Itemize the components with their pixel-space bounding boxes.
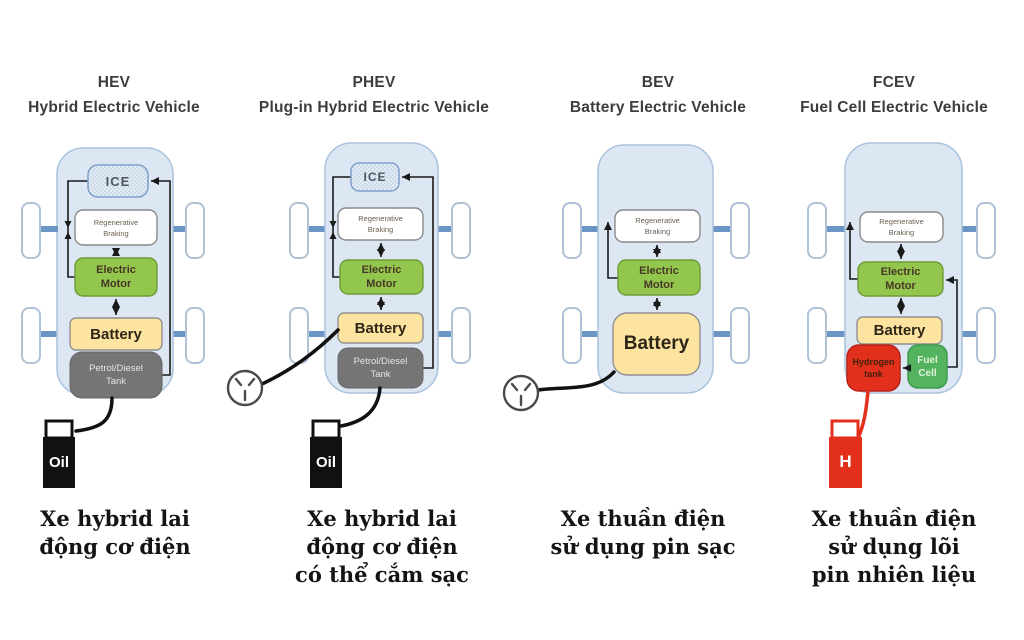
hev-up-arrow [64,232,72,239]
bev-left-flow-line [604,222,618,279]
fcev-caption-line1: Xe thuần điện [811,506,977,531]
phev-title: PHEV Plug-in Hybrid Electric Vehicle [244,70,504,120]
fcev-title: FCEV Fuel Cell Electric Vehicle [764,70,1024,120]
hev-oil-pump-window [44,419,74,440]
hev-motor-box [74,257,158,297]
fcev-abbr: FCEV [872,74,916,91]
hev-wheel-front-left [21,202,41,259]
bev-regen-box [614,209,701,243]
fcev-wheel-front-left [807,202,827,259]
bev-plug-pin-right [523,382,532,392]
fcev-caption-line2: sử dụng lõi [828,534,960,559]
fcev-fuel-cell-box [907,344,948,389]
fcev-h-pump-window [830,419,860,440]
phev-regen-box [337,207,424,241]
fcev-battery-box [856,316,943,345]
hev-wheel-rear-left [21,307,41,364]
fcev-left-flow-line [846,222,858,280]
phev-wheel-rear-right [451,307,471,364]
diagram-canvas [21,142,996,488]
phev-diagram [226,142,471,488]
phev-abbr: PHEV [352,74,396,91]
fcev-full-name: Fuel Cell Electric Vehicle [800,99,988,116]
hev-title: HEV Hybrid Electric Vehicle [0,70,244,120]
phev-caption-line1: Xe hybrid lai [307,506,457,531]
phev-fuel-hose [339,386,382,428]
bev-wheel-front-left [562,202,582,259]
fcev-caption: Xe thuần điện sử dụng lõi pin nhiên liệu [764,505,1024,589]
hev-wheel-rear-right [185,307,205,364]
hev-caption-line1: Xe hybrid lai [40,506,190,531]
hev-caption: Xe hybrid lai động cơ điện [0,505,245,561]
fcev-fuelcell-motor-line [946,276,958,368]
phev-caption: Xe hybrid lai động cơ điện có thể cắm sạ… [252,505,512,589]
bev-caption: Xe thuần điện sử dụng pin sạc [513,505,773,561]
fcev-wheel-rear-left [807,307,827,364]
bev-caption-line2: sử dụng pin sạc [550,534,736,559]
bev-wheel-rear-right [730,307,750,364]
hev-diagram [21,147,205,488]
phev-oil-pump-window [311,419,341,440]
hev-oil-pump-icon [43,437,75,488]
phev-oil-pump-icon [310,437,342,488]
bev-wheel-front-right [730,202,750,259]
phev-charge-cable [260,328,340,386]
fcev-motor-box [857,261,944,297]
phev-ice-box [350,162,400,192]
fcev-wheel-front-right [976,202,996,259]
hev-abbr: HEV [97,74,131,91]
fcev-diagram [807,142,996,488]
hev-fuel-line [151,177,171,376]
hev-left-flow-line [67,180,88,278]
hev-down-arrow [64,221,72,228]
phev-wheel-front-right [451,202,471,259]
phev-wheel-front-left [289,202,309,259]
fcev-caption-line3: pin nhiên liệu [811,562,977,587]
bev-caption-line1: Xe thuần điện [560,506,726,531]
hev-wheel-front-right [185,202,205,259]
hev-caption-line2: động cơ điện [39,534,191,559]
hev-battery-box [69,317,163,351]
phev-wheel-rear-left [289,307,309,364]
phev-motor-box [339,259,424,295]
fcev-wheel-rear-right [976,307,996,364]
hev-tank-box [69,351,163,399]
fcev-hydrogen-tank-box [846,344,901,392]
hev-full-name: Hybrid Electric Vehicle [28,99,200,116]
fcev-h-pump-icon [829,437,862,488]
phev-plug-pin-right [247,377,256,387]
phev-tank-box [337,347,424,389]
phev-full-name: Plug-in Hybrid Electric Vehicle [258,99,490,116]
fcev-regen-box [859,211,944,243]
bev-abbr: BEV [641,74,675,91]
bev-wheel-rear-left [562,307,582,364]
bev-battery-box [612,312,701,376]
hev-ice-box [87,164,149,198]
phev-caption-line3: có thể cắm sạc [295,562,469,587]
phev-up-arrow [329,232,337,239]
bev-plug-pin-left [510,382,519,392]
phev-down-arrow [329,221,337,228]
bev-full-name: Battery Electric Vehicle [569,99,747,116]
bev-motor-box [617,259,701,296]
hev-fuel-hose [74,396,114,433]
phev-battery-box [337,312,424,344]
bev-charge-cable [536,370,616,392]
phev-caption-line2: động cơ điện [306,534,458,559]
hev-regen-box [74,209,158,246]
bev-diagram [502,144,750,412]
bev-title: BEV Battery Electric Vehicle [528,70,788,120]
phev-plug-pin-left [234,377,243,387]
phev-fuel-line [402,173,434,369]
